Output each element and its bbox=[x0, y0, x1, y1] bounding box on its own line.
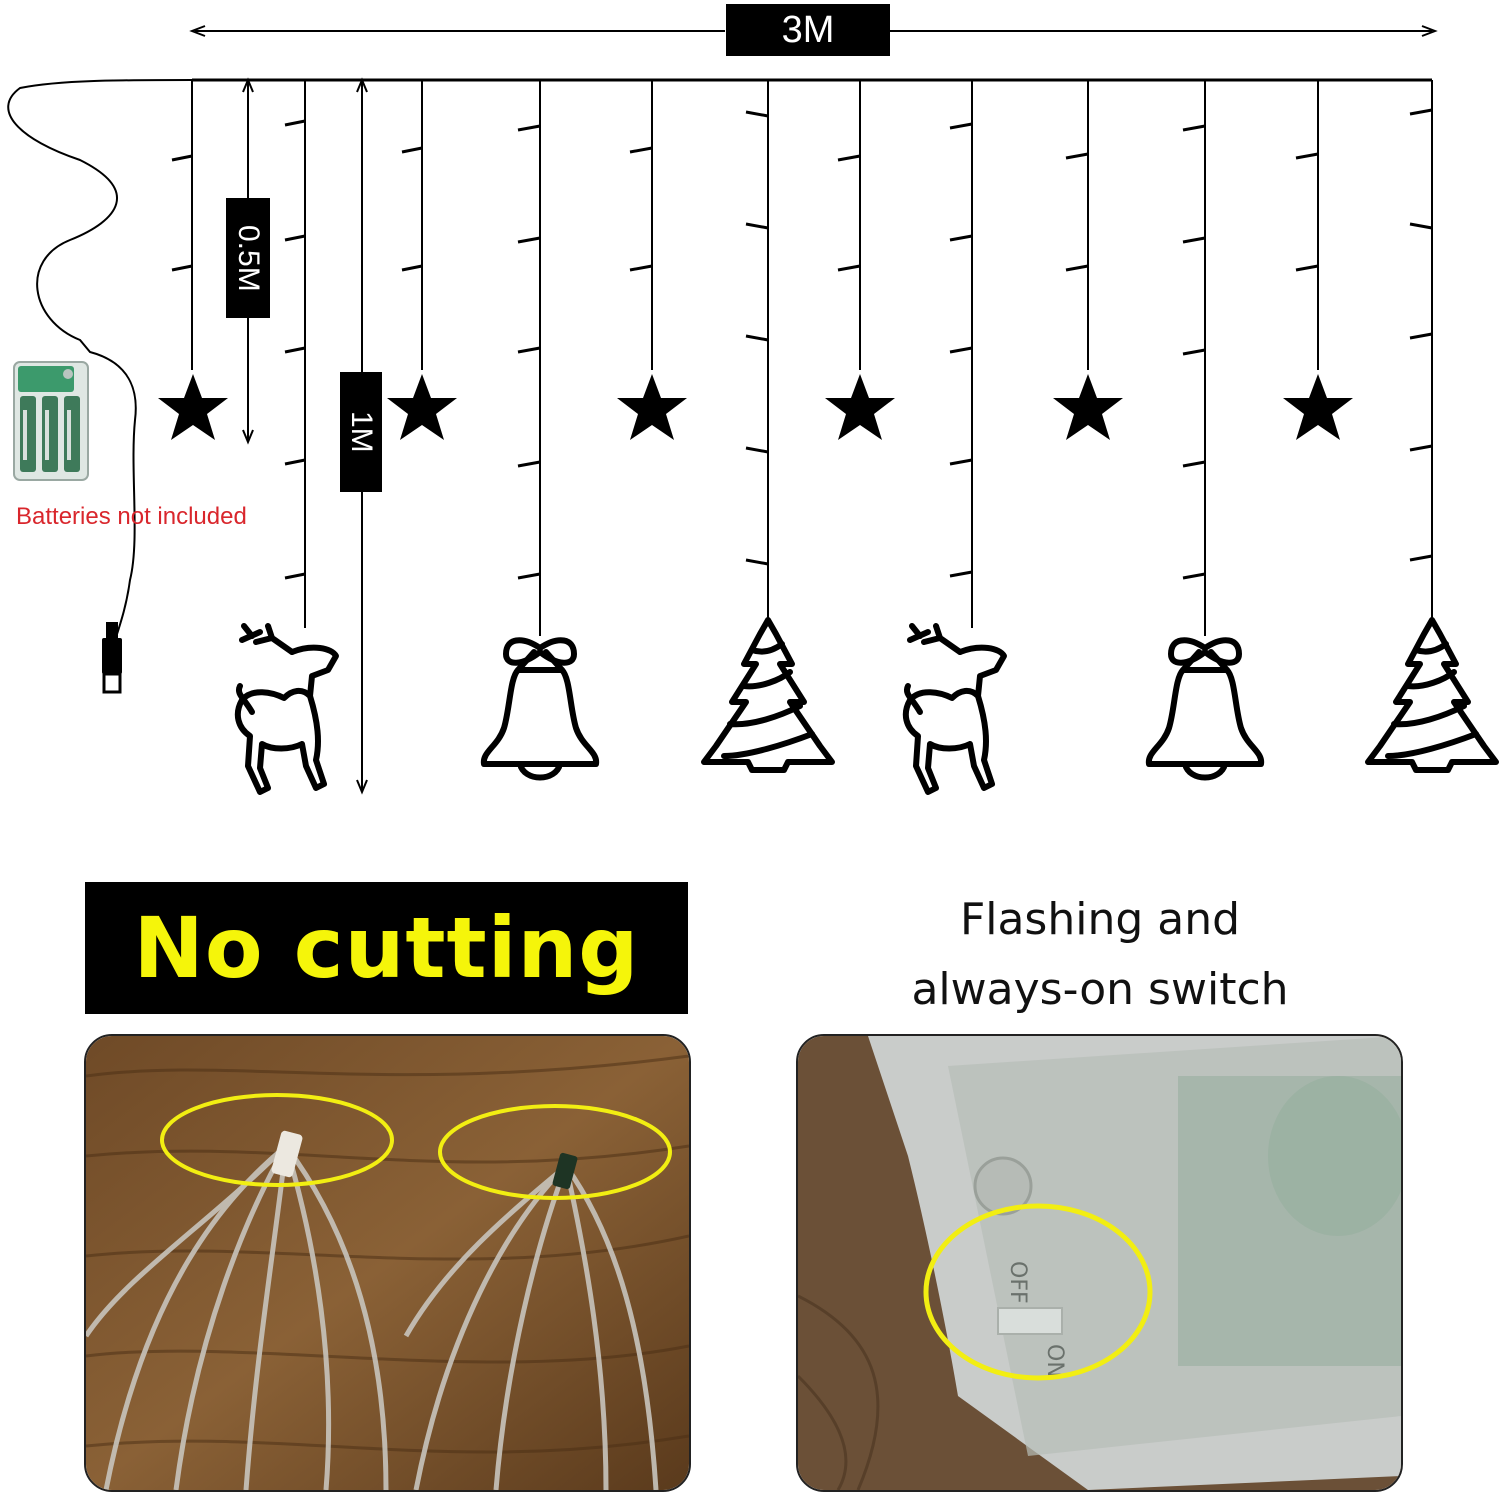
star-icon bbox=[158, 374, 228, 440]
switch-caption-line2: always-on switch bbox=[911, 964, 1289, 1015]
reindeer-icon bbox=[906, 626, 1004, 792]
reindeer-icon bbox=[238, 626, 336, 792]
switch-caption: Flashing and always-on switch bbox=[830, 885, 1370, 1025]
batteries-note: Batteries not included bbox=[16, 503, 247, 530]
star-icon bbox=[1283, 374, 1353, 440]
curtain-light-diagram bbox=[7, 25, 1500, 860]
width-arrow bbox=[189, 25, 1438, 37]
christmas-tree-icon bbox=[1368, 620, 1496, 770]
cable-photo bbox=[84, 1034, 691, 1492]
switch-on-label: ON bbox=[1042, 1344, 1067, 1378]
battery-box bbox=[13, 361, 89, 481]
light-strands bbox=[191, 80, 1433, 636]
usb-plug-icon bbox=[100, 620, 124, 694]
lead-cable bbox=[7, 79, 193, 651]
width-label: 3M bbox=[726, 4, 890, 56]
star-icon bbox=[387, 374, 457, 440]
switch-photo: OFF ON bbox=[796, 1034, 1403, 1492]
no-cutting-text: No cutting bbox=[133, 899, 640, 997]
christmas-tree-icon bbox=[704, 620, 832, 770]
no-cutting-banner: No cutting bbox=[85, 882, 688, 1014]
long-drop-label: 1M bbox=[340, 372, 382, 492]
short-drop-label: 0.5M bbox=[226, 198, 270, 318]
switch-caption-line1: Flashing and bbox=[959, 894, 1241, 945]
star-icon bbox=[1053, 374, 1123, 440]
star-icon bbox=[617, 374, 687, 440]
switch-off-label: OFF bbox=[1005, 1261, 1030, 1304]
bell-icon bbox=[484, 640, 596, 777]
led-bulbs bbox=[171, 108, 1433, 580]
star-icon bbox=[825, 374, 895, 440]
bell-icon bbox=[1149, 640, 1261, 777]
